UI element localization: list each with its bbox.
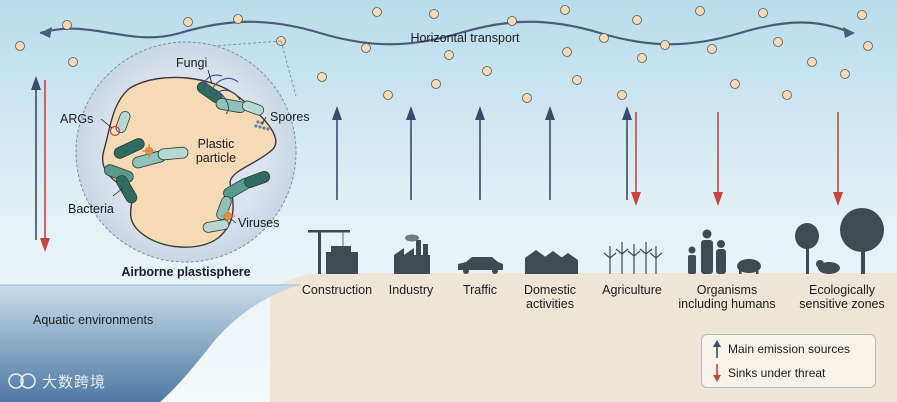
- transport-label: Horizontal transport: [395, 31, 535, 45]
- legend-sink-row: Sinks under threat: [706, 362, 825, 384]
- watermark-text: 大数跨境: [42, 371, 106, 392]
- legend-emission-row: Main emission sources: [706, 338, 850, 360]
- plastic-particle-label: Plastic particle: [190, 137, 242, 165]
- aquatic-label: Aquatic environments: [33, 313, 153, 327]
- plastisphere-title: Airborne plastisphere: [106, 265, 266, 279]
- source-label-industry: Industry: [381, 283, 441, 297]
- watermark-logo-icon: [6, 370, 38, 392]
- source-label-organisms: Organisms including humans: [672, 283, 782, 311]
- emission-arrow-icon: [706, 338, 728, 360]
- legend-emission-label: Main emission sources: [728, 342, 850, 356]
- legend: Main emission sources Sinks under threat: [701, 334, 876, 388]
- spores-label: Spores: [270, 110, 310, 124]
- legend-sink-label: Sinks under threat: [728, 366, 825, 380]
- source-label-traffic: Traffic: [450, 283, 510, 297]
- source-label-construction: Construction: [297, 283, 377, 297]
- bacteria-label: Bacteria: [68, 202, 114, 216]
- watermark: 大数跨境: [6, 370, 106, 392]
- source-label-agriculture: Agriculture: [594, 283, 670, 297]
- source-label-ecological: Ecologically sensitive zones: [792, 283, 892, 311]
- fungi-label: Fungi: [176, 56, 207, 70]
- viruses-label: Viruses: [238, 216, 279, 230]
- args-label: ARGs: [60, 112, 93, 126]
- sink-arrow-icon: [706, 362, 728, 384]
- source-label-domestic: Domestic activities: [515, 283, 585, 311]
